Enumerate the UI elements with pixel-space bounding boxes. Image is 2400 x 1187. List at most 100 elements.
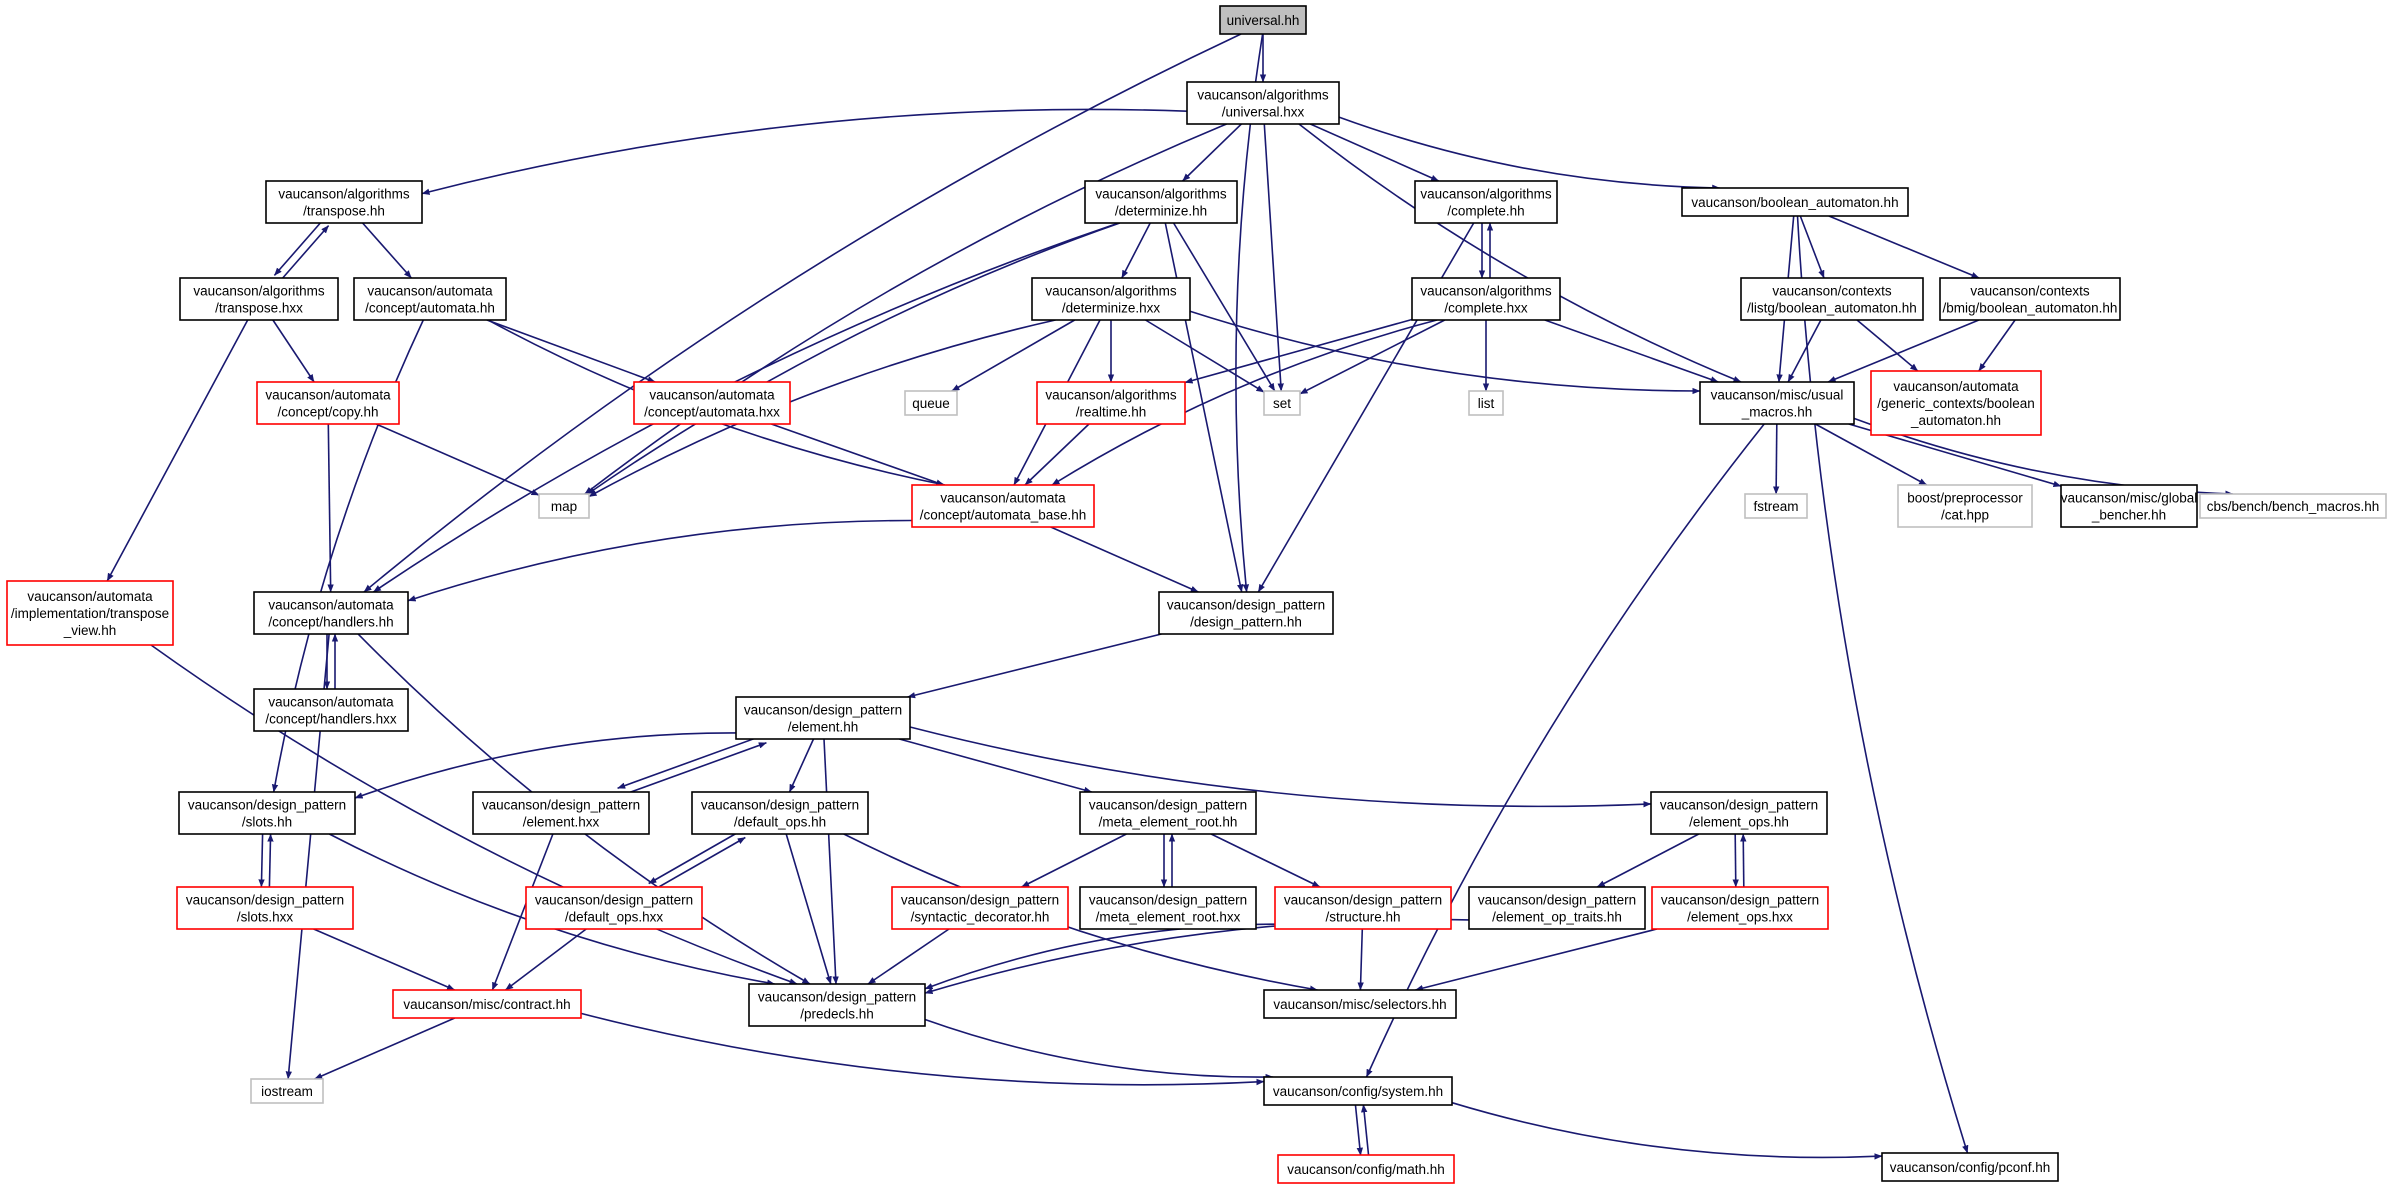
node-cbs-bench[interactable]: cbs/bench/bench_macros.hh — [2199, 493, 2387, 519]
edge-univ_hxx-to-transpose_hh — [421, 108, 1188, 195]
node-automata-base[interactable]: vaucanson/automata/concept/automata_base… — [911, 484, 1095, 528]
node-contract[interactable]: vaucanson/misc/contract.hh — [392, 989, 582, 1019]
node-box — [1263, 1076, 1453, 1106]
node-handlers-hh[interactable]: vaucanson/automata/concept/handlers.hh — [253, 591, 409, 635]
node-fstream[interactable]: fstream — [1744, 493, 1808, 519]
node-label-line: /element.hxx — [523, 815, 600, 830]
edge-contract-to-iostream — [314, 1017, 456, 1080]
node-element-hxx[interactable]: vaucanson/design_pattern/element.hxx — [472, 791, 650, 835]
node-box — [1650, 791, 1828, 835]
node-slots-hh[interactable]: vaucanson/design_pattern/slots.hh — [178, 791, 356, 835]
node-set[interactable]: set — [1263, 390, 1301, 416]
node-automata-hxx[interactable]: vaucanson/automata/concept/automata.hxx — [633, 381, 791, 425]
node-listg[interactable]: vaucanson/contexts/listg/boolean_automat… — [1740, 277, 1924, 321]
edge-slots_hh-to-slots_hxx — [258, 833, 265, 888]
node-label-line: vaucanson/design_pattern — [1089, 893, 1247, 908]
edge-design_pattern-to-element_hh — [907, 633, 1162, 699]
node-transpose-view[interactable]: vaucanson/automata/implementation/transp… — [6, 580, 174, 646]
node-univ-hxx[interactable]: vaucanson/algorithms/universal.hxx — [1186, 81, 1340, 125]
edge-structure-to-predecls — [924, 923, 1276, 990]
node-automata-hh[interactable]: vaucanson/automata/concept/automata.hh — [353, 277, 507, 321]
node-complete-hh[interactable]: vaucanson/algorithms/complete.hh — [1414, 180, 1558, 224]
edge-transpose_hh-to-transpose_hxx — [273, 219, 324, 276]
edge-structure-to-selectors — [1357, 928, 1364, 991]
node-label-line: vaucanson/algorithms — [1045, 388, 1177, 403]
edge-determinize_hxx-to-set — [1145, 319, 1265, 393]
edge-usual_macros-to-fstream — [1772, 423, 1780, 495]
node-bmig[interactable]: vaucanson/contexts/bmig/boolean_automato… — [1939, 277, 2121, 321]
node-meta-root-hxx[interactable]: vaucanson/design_pattern/meta_element_ro… — [1079, 886, 1257, 930]
node-global-bencher[interactable]: vaucanson/misc/global_bencher.hh — [2060, 484, 2198, 528]
node-label-line: vaucanson/design_pattern — [482, 798, 640, 813]
node-element-hh[interactable]: vaucanson/design_pattern/element.hh — [735, 696, 911, 740]
node-iostream[interactable]: iostream — [250, 1078, 324, 1104]
node-structure[interactable]: vaucanson/design_pattern/structure.hh — [1274, 886, 1452, 930]
node-realtime[interactable]: vaucanson/algorithms/realtime.hh — [1036, 381, 1186, 425]
node-queue[interactable]: queue — [904, 390, 958, 416]
node-complete-hxx[interactable]: vaucanson/algorithms/complete.hxx — [1411, 277, 1561, 321]
node-label-line: /syntactic_decorator.hh — [911, 910, 1050, 925]
edge-copy_hh-to-map — [375, 423, 540, 496]
node-box — [1414, 180, 1558, 224]
edge-bool_aut-to-bmig — [1828, 215, 1980, 279]
node-selectors[interactable]: vaucanson/misc/selectors.hh — [1263, 989, 1457, 1019]
node-determinize-hxx[interactable]: vaucanson/algorithms/determinize.hxx — [1031, 277, 1191, 321]
edge-determinize_hh-to-determinize_hxx — [1121, 222, 1151, 279]
node-generic-ctx[interactable]: vaucanson/automata/generic_contexts/bool… — [1870, 370, 2042, 436]
node-element-ops-hh[interactable]: vaucanson/design_pattern/element_ops.hh — [1650, 791, 1828, 835]
node-box — [1219, 5, 1307, 35]
node-determinize-hh[interactable]: vaucanson/algorithms/determinize.hh — [1084, 180, 1238, 224]
node-handlers-hxx[interactable]: vaucanson/automata/concept/handlers.hxx — [253, 688, 409, 732]
node-transpose-hxx[interactable]: vaucanson/algorithms/transpose.hxx — [179, 277, 339, 321]
node-root[interactable]: universal.hh — [1219, 5, 1307, 35]
edges-layer — [106, 33, 2234, 1160]
edge-element_ops_hh-to-element_op_traits — [1596, 833, 1700, 888]
node-box — [1158, 591, 1334, 635]
edge-transpose_hh-to-automata_hh — [362, 222, 412, 279]
edge-automata_hh-to-automata_hxx — [486, 319, 656, 383]
node-box — [1084, 180, 1238, 224]
node-list[interactable]: list — [1468, 390, 1504, 416]
node-label-line: _view.hh — [63, 623, 117, 638]
edge-complete_hxx-to-set — [1299, 319, 1446, 395]
node-meta-root-hh[interactable]: vaucanson/design_pattern/meta_element_ro… — [1079, 791, 1257, 835]
node-label-line: /design_pattern.hh — [1190, 615, 1302, 630]
node-predecls[interactable]: vaucanson/design_pattern/predecls.hh — [748, 983, 926, 1027]
node-pconf[interactable]: vaucanson/config/pconf.hh — [1881, 1152, 2059, 1182]
nodes-layer: universal.hh vaucanson/algorithms/univers… — [6, 5, 2387, 1184]
node-syntactic[interactable]: vaucanson/design_pattern/syntactic_decor… — [891, 886, 1069, 930]
node-usual-macros[interactable]: vaucanson/misc/usual_macros.hh — [1699, 381, 1855, 425]
node-label-line: vaucanson/contexts — [1772, 284, 1892, 299]
node-label-line: /bmig/boolean_automaton.hh — [1943, 301, 2118, 316]
edge-bmig-to-generic_ctx — [1978, 319, 2016, 372]
node-box — [748, 983, 926, 1027]
node-label-line: vaucanson/automata — [268, 695, 394, 710]
node-box — [1468, 886, 1646, 930]
edge-determinize_hxx-to-usual_macros — [1189, 310, 1701, 395]
node-label-line: _bencher.hh — [2091, 508, 2166, 523]
node-default-ops-hh[interactable]: vaucanson/design_pattern/default_ops.hh — [691, 791, 869, 835]
node-label-line: /transpose.hh — [303, 204, 385, 219]
node-slots-hxx[interactable]: vaucanson/design_pattern/slots.hxx — [176, 886, 354, 930]
node-design-pattern[interactable]: vaucanson/design_pattern/design_pattern.… — [1158, 591, 1334, 635]
node-label-line: vaucanson/design_pattern — [1660, 798, 1818, 813]
node-math[interactable]: vaucanson/config/math.hh — [1277, 1154, 1455, 1184]
node-box — [1031, 277, 1191, 321]
node-bool-aut[interactable]: vaucanson/boolean_automaton.hh — [1681, 187, 1909, 217]
node-element-ops-hxx[interactable]: vaucanson/design_pattern/element_ops.hxx — [1651, 886, 1829, 930]
node-default-ops-hxx[interactable]: vaucanson/design_pattern/default_ops.hxx — [525, 886, 703, 930]
node-label-line: /determinize.hh — [1115, 204, 1207, 219]
node-system[interactable]: vaucanson/config/system.hh — [1263, 1076, 1453, 1106]
node-map[interactable]: map — [538, 493, 590, 519]
node-element-op-traits[interactable]: vaucanson/design_pattern/element_op_trai… — [1468, 886, 1646, 930]
node-copy-hh[interactable]: vaucanson/automata/concept/copy.hh — [256, 381, 400, 425]
node-label-line: vaucanson/design_pattern — [1284, 893, 1442, 908]
edge-determinize_hh-to-map — [587, 222, 1121, 495]
edge-complete_hxx-to-automata_base — [1051, 319, 1438, 486]
node-label-line: /realtime.hh — [1076, 405, 1147, 420]
node-label-line: /element_ops.hh — [1689, 815, 1789, 830]
node-transpose-hh[interactable]: vaucanson/algorithms/transpose.hh — [265, 180, 423, 224]
edge-contract-to-system — [580, 1012, 1265, 1086]
node-boost-cat[interactable]: boost/preprocessor/cat.hpp — [1897, 484, 2033, 528]
edge-predecls-to-system — [924, 1018, 1274, 1081]
